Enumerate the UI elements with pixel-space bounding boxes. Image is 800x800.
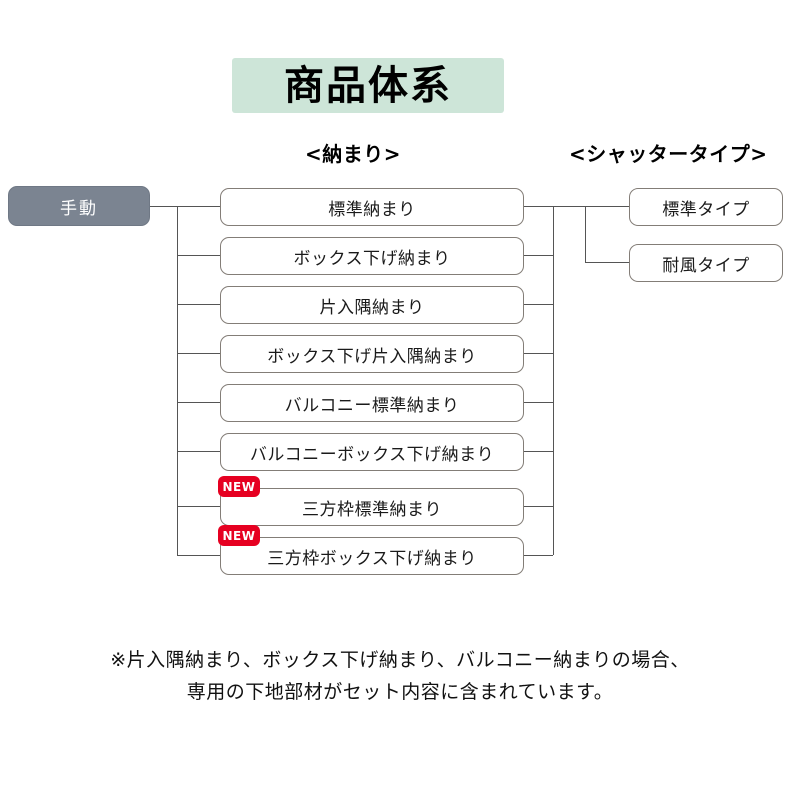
node-osamari-7[interactable]: 三方枠標準納まり — [220, 488, 524, 526]
connector-bridge-to-shutter — [553, 206, 585, 207]
node-osamari-3[interactable]: 片入隅納まり — [220, 286, 524, 324]
node-osamari-8[interactable]: 三方枠ボックス下げ納まり — [220, 537, 524, 575]
connector-branch-right-2 — [524, 255, 553, 256]
connector-branch-right-5 — [524, 402, 553, 403]
footnote: ※片入隅納まり、ボックス下げ納まり、バルコニー納まりの場合、 専用の下地部材がセ… — [0, 644, 800, 708]
column-heading-osamari: <納まり> — [305, 142, 402, 166]
connector-trunk-left — [177, 206, 178, 555]
new-badge-osamari-8: NEW — [218, 525, 260, 546]
connector-branch-right-3 — [524, 304, 553, 305]
connector-trunk-shutter — [585, 206, 586, 262]
new-badge-osamari-7-label: NEW — [222, 479, 256, 494]
connector-branch-right-6 — [524, 451, 553, 452]
connector-branch-right-4 — [524, 353, 553, 354]
node-osamari-4-label: ボックス下げ片入隅納まり — [267, 346, 477, 367]
connector-trunk-right — [553, 206, 554, 555]
node-osamari-6-label: バルコニーボックス下げ納まり — [249, 444, 495, 465]
footnote-line-1: ※片入隅納まり、ボックス下げ納まり、バルコニー納まりの場合、 — [110, 649, 690, 671]
node-osamari-1-label: 標準納まり — [328, 199, 416, 220]
node-root-manual[interactable]: 手動 — [8, 186, 150, 226]
connector-branch-left-8 — [177, 555, 220, 556]
new-badge-osamari-8-label: NEW — [222, 528, 256, 543]
new-badge-osamari-7: NEW — [218, 476, 260, 497]
connector-branch-right-1 — [524, 206, 553, 207]
node-root-manual-label: 手動 — [60, 198, 98, 219]
connector-branch-left-6 — [177, 451, 220, 452]
node-osamari-8-label: 三方枠ボックス下げ納まり — [267, 548, 477, 569]
page-title-banner: 商品体系 — [232, 58, 504, 113]
connector-branch-left-2 — [177, 255, 220, 256]
connector-branch-left-1 — [177, 206, 220, 207]
node-osamari-5[interactable]: バルコニー標準納まり — [220, 384, 524, 422]
page-title: 商品体系 — [284, 62, 452, 109]
node-shutter-1-label: 標準タイプ — [662, 199, 750, 220]
connector-branch-right-8 — [524, 555, 553, 556]
node-shutter-1[interactable]: 標準タイプ — [629, 188, 783, 226]
connector-branch-left-4 — [177, 353, 220, 354]
footnote-line-2: 専用の下地部材がセット内容に含まれています。 — [186, 681, 614, 703]
node-osamari-2[interactable]: ボックス下げ納まり — [220, 237, 524, 275]
node-osamari-7-label: 三方枠標準納まり — [302, 499, 442, 520]
node-osamari-5-label: バルコニー標準納まり — [284, 395, 460, 416]
node-shutter-2[interactable]: 耐風タイプ — [629, 244, 783, 282]
node-shutter-2-label: 耐風タイプ — [662, 255, 750, 276]
node-osamari-6[interactable]: バルコニーボックス下げ納まり — [220, 433, 524, 471]
column-heading-shutter-type: <シャッタータイプ> — [569, 142, 768, 166]
connector-branch-shutter-2 — [585, 262, 629, 263]
connector-branch-left-5 — [177, 402, 220, 403]
connector-branch-left-3 — [177, 304, 220, 305]
node-osamari-2-label: ボックス下げ納まり — [293, 248, 451, 269]
node-osamari-3-label: 片入隅納まり — [319, 297, 425, 318]
connector-branch-shutter-1 — [585, 206, 629, 207]
connector-root-stub — [150, 206, 177, 207]
connector-branch-right-7 — [524, 506, 553, 507]
connector-branch-left-7 — [177, 506, 220, 507]
node-osamari-1[interactable]: 標準納まり — [220, 188, 524, 226]
node-osamari-4[interactable]: ボックス下げ片入隅納まり — [220, 335, 524, 373]
